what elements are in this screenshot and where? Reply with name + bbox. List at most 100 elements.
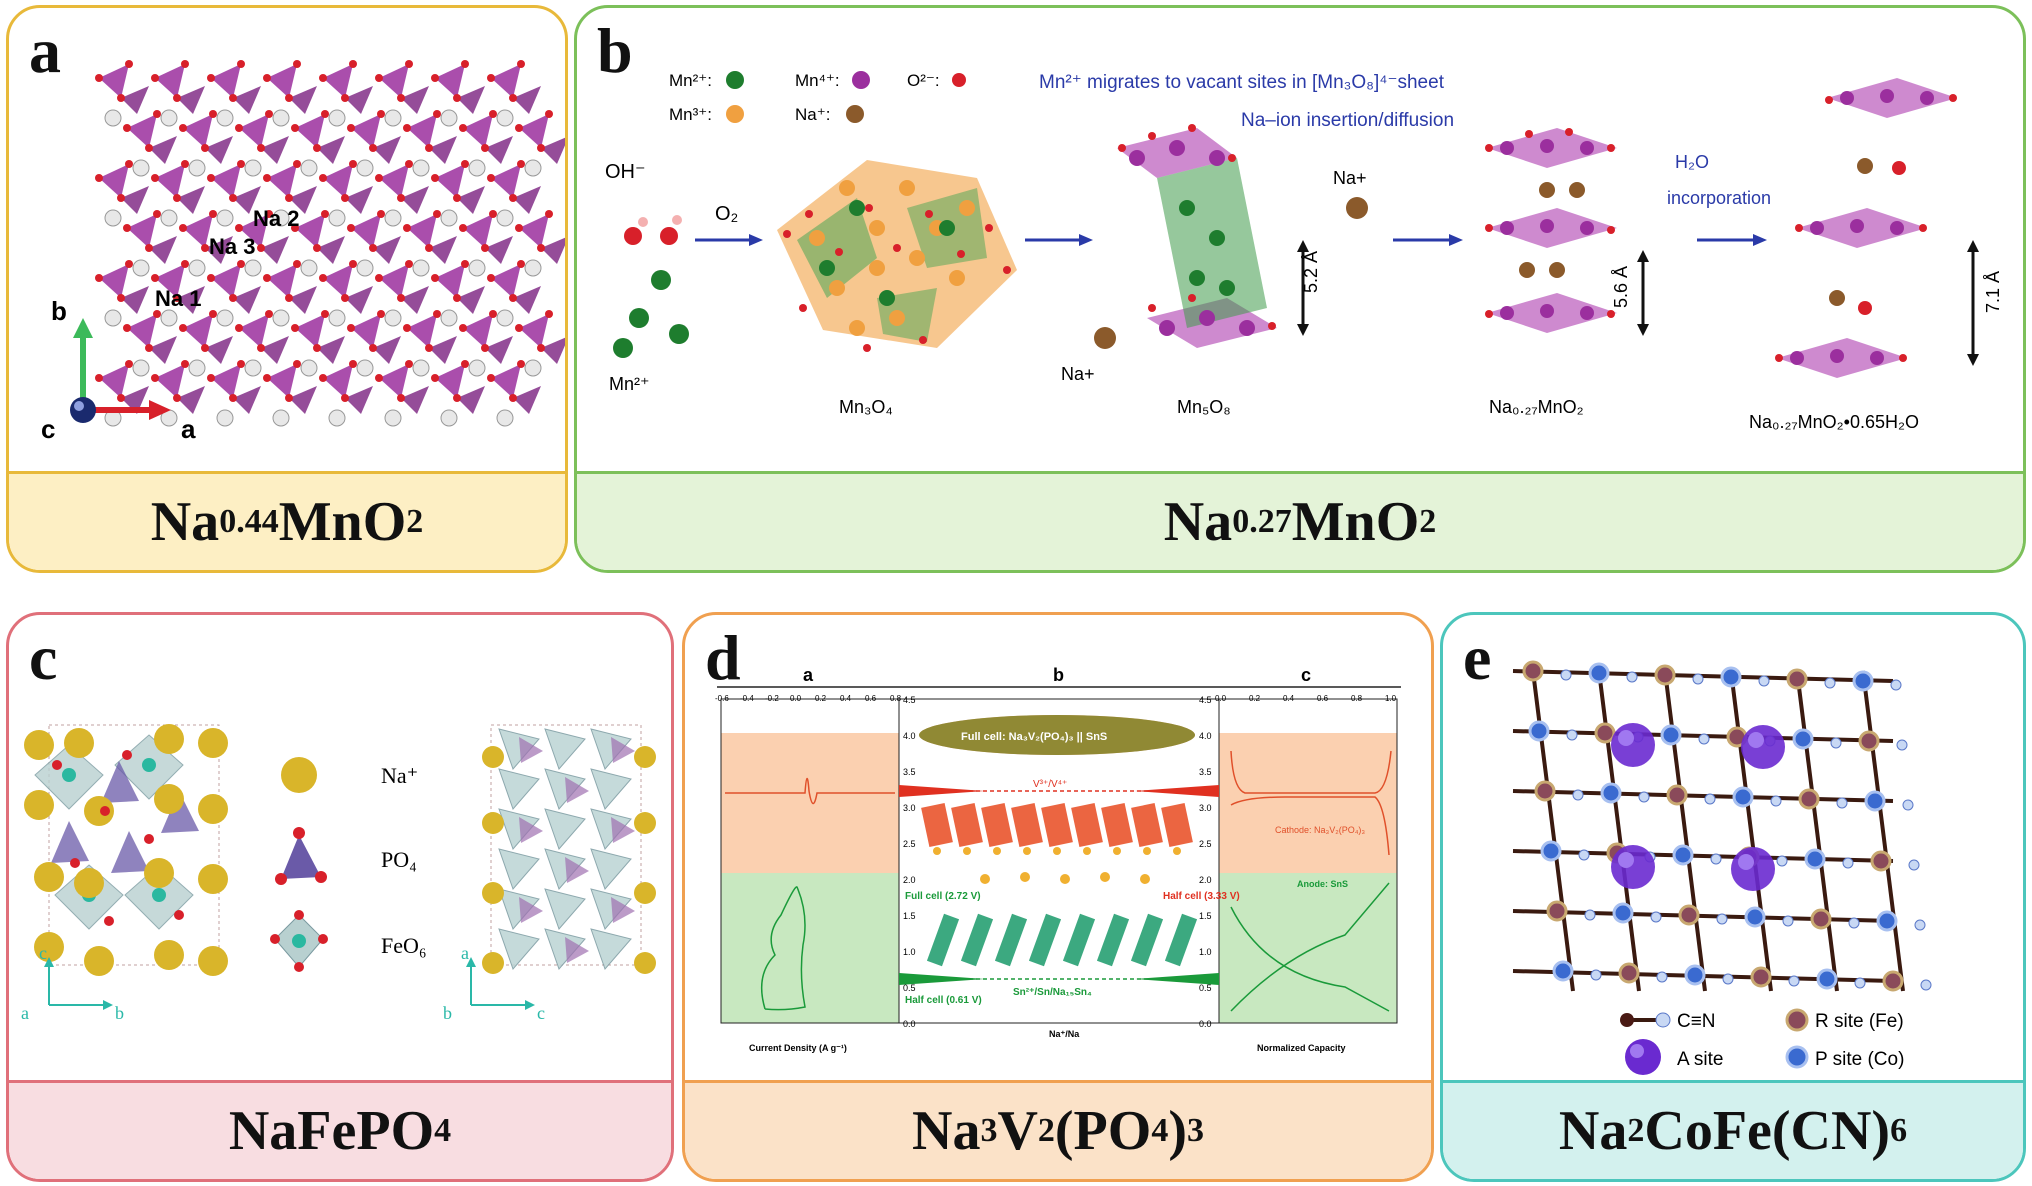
axis1-c: c xyxy=(39,943,47,963)
panel-b-letter: b xyxy=(597,15,633,86)
svg-text:0.4: 0.4 xyxy=(840,694,852,703)
anode-label: Anode: SnS xyxy=(1297,879,1348,889)
svg-text:1.0: 1.0 xyxy=(903,947,916,957)
svg-text:0.0: 0.0 xyxy=(790,694,802,703)
svg-text:0.6: 0.6 xyxy=(1317,694,1329,703)
label-hydrated: Na₀.₂₇MnO₂•0.65H₂O xyxy=(1749,412,1919,432)
svg-text:2.0: 2.0 xyxy=(903,875,916,885)
svg-text:0.0: 0.0 xyxy=(1199,1019,1212,1029)
migration-caption: Mn²⁺ migrates to vacant sites in [Mn₃O₈]… xyxy=(1039,72,1445,93)
panel-d-letter: d xyxy=(705,622,741,693)
label-na3: Na 3 xyxy=(209,234,255,259)
legend-mn2: Mn²⁺: xyxy=(669,71,712,90)
label-mn3o4: Mn₃O₄ xyxy=(839,397,893,417)
svg-text:4.0: 4.0 xyxy=(1199,731,1212,741)
mn2-ion-label: Mn²⁺ xyxy=(609,374,650,394)
legend-na: Na⁺: xyxy=(795,105,830,124)
panel-c-letter: c xyxy=(29,622,58,693)
svg-text:0.4: 0.4 xyxy=(1283,694,1295,703)
spacing-7-1: 7.1 Å xyxy=(1983,271,2003,313)
prussian-blue-structure: C≡N R site (Fe) A site P site (Co) xyxy=(1512,660,1932,1075)
axis-c-label: c xyxy=(41,414,55,444)
svg-text:3.0: 3.0 xyxy=(1199,803,1212,813)
sn-couple-label: Sn²⁺/Sn/Na₁₅Sn₄ xyxy=(1013,987,1092,998)
legend-cn: C≡N xyxy=(1677,1011,1716,1032)
axis2-a: a xyxy=(461,943,469,963)
mn5o8-structure xyxy=(1117,124,1277,348)
na-plus-label-2: Na+ xyxy=(1333,168,1367,188)
svg-text:1.5: 1.5 xyxy=(1199,911,1212,921)
svg-text:1.0: 1.0 xyxy=(1199,947,1212,957)
svg-text:0.6: 0.6 xyxy=(865,694,877,703)
panel-a-letter: a xyxy=(29,15,61,86)
na044-mno2-structure: Na 2 Na 3 Na 1 b c a xyxy=(41,60,565,444)
svg-text:1.0: 1.0 xyxy=(1385,694,1397,703)
svg-text:0.0: 0.0 xyxy=(1215,694,1227,703)
charge-curve-cathode xyxy=(1230,750,1392,794)
legend-p-site: P site (Co) xyxy=(1815,1049,1904,1070)
x-label-a: Current Density (A g⁻¹) xyxy=(749,1043,847,1053)
incorporation-label: incorporation xyxy=(1667,188,1771,208)
svg-text:0.5: 0.5 xyxy=(903,983,916,993)
legend-a-site: A site xyxy=(1677,1049,1723,1070)
svg-text:1.5: 1.5 xyxy=(903,911,916,921)
label-na2: Na 2 xyxy=(253,206,299,231)
axis2-b: b xyxy=(443,1003,452,1023)
x-label-c: Normalized Capacity xyxy=(1257,1043,1346,1053)
axis-c-dot xyxy=(70,397,96,423)
na027-mno2-structure xyxy=(1485,128,1617,333)
legend-o: O²⁻: xyxy=(907,71,940,90)
cathode-label: Cathode: Na₃V₂(PO₄)₃ xyxy=(1275,825,1365,835)
svg-text:0.5: 0.5 xyxy=(1199,983,1212,993)
svg-text:0.2: 0.2 xyxy=(1249,694,1261,703)
axis-a-label: a xyxy=(181,414,196,444)
svg-text:-0.2: -0.2 xyxy=(765,694,779,703)
svg-text:2.5: 2.5 xyxy=(903,839,916,849)
svg-text:4.5: 4.5 xyxy=(903,695,916,705)
legend-na: Na⁺ xyxy=(381,763,418,788)
v-couple-label: V³⁺/V⁴⁺ xyxy=(1033,779,1067,790)
insertion-caption: Na–ion insertion/diffusion xyxy=(1241,110,1454,131)
svg-text:3.5: 3.5 xyxy=(1199,767,1212,777)
half-cell-high: Half cell (3.33 V) xyxy=(1163,891,1240,902)
svg-text:2.5: 2.5 xyxy=(1199,839,1212,849)
charge-curve-anode xyxy=(1230,906,1390,1012)
cv-curve-anode xyxy=(760,886,806,1011)
hydrated-structure xyxy=(1775,78,1957,378)
panel-e-letter: e xyxy=(1463,622,1492,693)
full-cell-voltage: Full cell (2.72 V) xyxy=(905,891,981,902)
label-na1: Na 1 xyxy=(155,286,201,311)
x-label-b: Na⁺/Na xyxy=(1049,1029,1080,1039)
subpanel-b-title: b xyxy=(1053,665,1064,685)
subpanel-c-title: c xyxy=(1301,665,1311,685)
svg-text:-0.4: -0.4 xyxy=(740,694,754,703)
svg-text:0.8: 0.8 xyxy=(1351,694,1363,703)
axis1-b: b xyxy=(115,1003,124,1023)
panel-d: a b c Full cell: Na₃V₂(PO₄)₃ || SnS V³⁺/… xyxy=(682,612,1434,1182)
legend-mn4: Mn⁴⁺: xyxy=(795,71,840,90)
legend-mn3: Mn³⁺: xyxy=(669,105,712,124)
svg-text:3.0: 3.0 xyxy=(903,803,916,813)
legend-r-site: R site (Fe) xyxy=(1815,1011,1904,1032)
svg-text:3.5: 3.5 xyxy=(903,767,916,777)
panel-b: Mn²⁺: Mn³⁺: Mn⁴⁺: Na⁺: O²⁻: Mn²⁺ migrate… xyxy=(574,5,2026,573)
label-na027mno2: Na₀.₂₇MnO₂ xyxy=(1489,397,1584,417)
svg-text:0.8: 0.8 xyxy=(890,694,902,703)
svg-text:4.5: 4.5 xyxy=(1199,695,1212,705)
nvp-sns-potential-diagram: a b c Full cell: Na₃V₂(PO₄)₃ || SnS V³⁺/… xyxy=(715,665,1401,1053)
subpanel-a-title: a xyxy=(803,665,814,685)
full-cell-banner: Full cell: Na₃V₂(PO₄)₃ || SnS xyxy=(961,731,1107,743)
oh-label: OH⁻ xyxy=(605,161,646,183)
h2o-label: H₂O xyxy=(1675,152,1709,172)
svg-text:0.0: 0.0 xyxy=(903,1019,916,1029)
spacing-5-2: 5.2 Å xyxy=(1301,251,1321,293)
axis2-c: c xyxy=(537,1003,545,1023)
spacing-5-6: 5.6 Å xyxy=(1611,266,1631,308)
